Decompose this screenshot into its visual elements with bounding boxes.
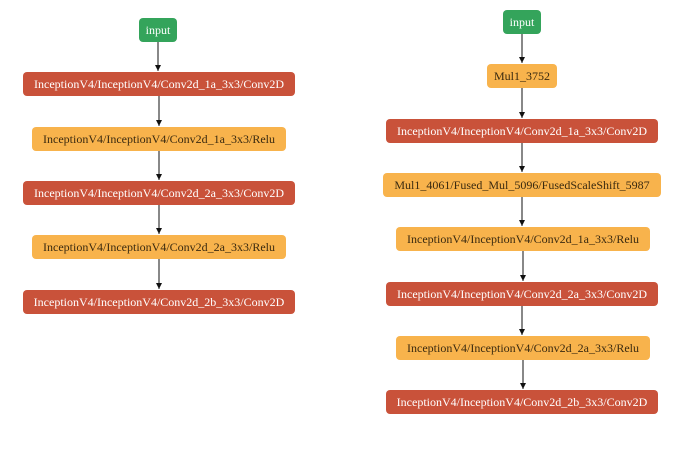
right-node-input[interactable]: input bbox=[503, 10, 541, 34]
left-node-conv2d-2b[interactable]: InceptionV4/InceptionV4/Conv2d_2b_3x3/Co… bbox=[23, 290, 295, 314]
right-node-conv2d-2a[interactable]: InceptionV4/InceptionV4/Conv2d_2a_3x3/Co… bbox=[386, 282, 658, 306]
right-node-relu-1a[interactable]: InceptionV4/InceptionV4/Conv2d_1a_3x3/Re… bbox=[396, 227, 650, 251]
right-node-fused-scale-shift[interactable]: Mul1_4061/Fused_Mul_5096/FusedScaleShift… bbox=[383, 173, 661, 197]
right-node-relu-2a[interactable]: InceptionV4/InceptionV4/Conv2d_2a_3x3/Re… bbox=[396, 336, 650, 360]
right-node-mul1-3752[interactable]: Mul1_3752 bbox=[487, 64, 557, 88]
right-node-conv2d-1a[interactable]: InceptionV4/InceptionV4/Conv2d_1a_3x3/Co… bbox=[386, 119, 658, 143]
left-node-conv2d-1a[interactable]: InceptionV4/InceptionV4/Conv2d_1a_3x3/Co… bbox=[23, 72, 295, 96]
left-node-relu-2a[interactable]: InceptionV4/InceptionV4/Conv2d_2a_3x3/Re… bbox=[32, 235, 286, 259]
left-node-relu-1a[interactable]: InceptionV4/InceptionV4/Conv2d_1a_3x3/Re… bbox=[32, 127, 286, 151]
left-node-input[interactable]: input bbox=[139, 18, 177, 42]
right-node-conv2d-2b[interactable]: InceptionV4/InceptionV4/Conv2d_2b_3x3/Co… bbox=[386, 390, 658, 414]
left-node-conv2d-2a[interactable]: InceptionV4/InceptionV4/Conv2d_2a_3x3/Co… bbox=[23, 181, 295, 205]
